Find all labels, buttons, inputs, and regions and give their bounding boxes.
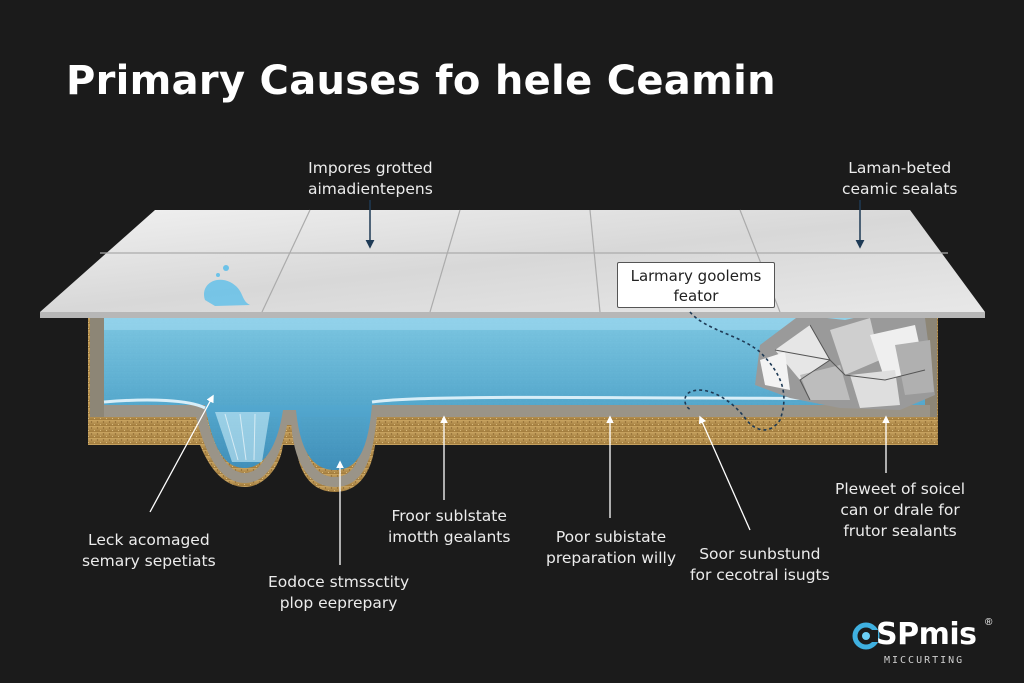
logo-mark-icon <box>852 622 880 650</box>
label-top-left: Impores grotted aimadientepens <box>308 159 433 198</box>
page-title: Primary Causes fo hele Ceamin <box>66 58 776 104</box>
label-right: Pleweet of soicel can or drale for fruto… <box>835 480 966 540</box>
leader-bottom-1 <box>149 394 214 513</box>
mineral-deposit-cluster <box>755 312 935 410</box>
logo-name: SPmis <box>876 617 977 652</box>
logo-registered-mark: ® <box>985 617 993 628</box>
label-bottom-2: Eodoce stmssctity plop eeprepary <box>268 573 410 612</box>
ceramic-tile-slab <box>40 209 985 318</box>
label-bottom-3: Froor sublstate imotth gealants <box>388 507 511 546</box>
leader-bottom-5 <box>698 415 751 531</box>
label-bottom-5: Soor sunbstund for cecotral isugts <box>690 545 830 584</box>
brand-logo: SPmis ® MICCURTING <box>852 617 1002 672</box>
label-bottom-1: Leck acomaged semary sepetiats <box>82 531 216 570</box>
label-top-right: Laman-beted ceamic sealats <box>842 159 958 198</box>
leak-path-dotted <box>684 311 785 431</box>
callout-box: Larmary goolems feator <box>617 262 775 308</box>
logo-subtitle: MICCURTING <box>884 655 965 666</box>
label-bottom-4: Poor subistate preparation willy <box>546 528 677 567</box>
